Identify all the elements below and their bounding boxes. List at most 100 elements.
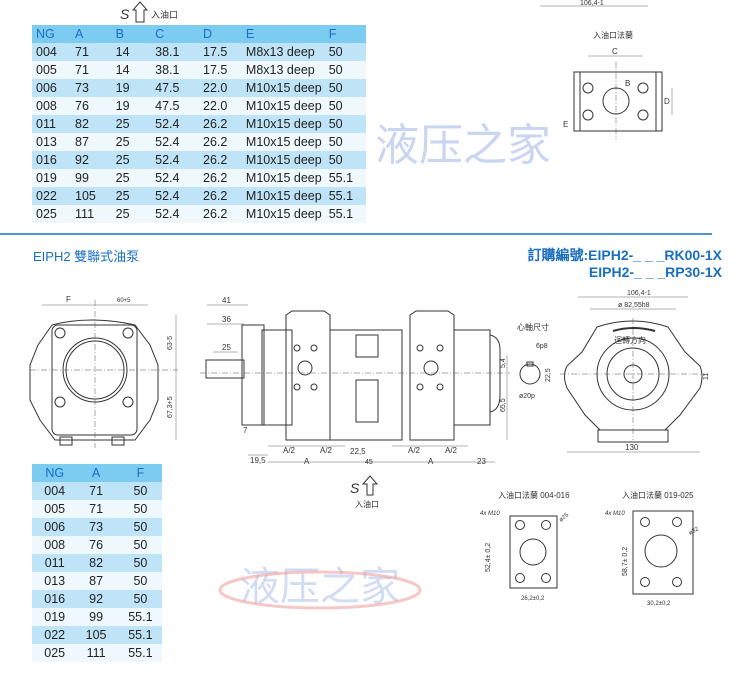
table-cell: 50 xyxy=(324,61,366,79)
flange-019-025-drawing: 入油口法蘭 019-025 4x M10 ø32 58,7± 0,2 30,2±… xyxy=(605,490,701,607)
table-cell: 004 xyxy=(32,482,74,500)
column-header: C xyxy=(151,25,199,43)
table-cell: 025 xyxy=(32,205,72,223)
table-cell: 025 xyxy=(32,644,74,662)
table-cell: 17.5 xyxy=(199,43,242,61)
table-cell: 005 xyxy=(32,500,74,518)
svg-text:58,7± 0,2: 58,7± 0,2 xyxy=(622,547,629,576)
svg-text:26,2±0,2: 26,2±0,2 xyxy=(521,596,545,602)
svg-text:入油口法蘭 004-016: 入油口法蘭 004-016 xyxy=(498,490,570,500)
table-cell: 50 xyxy=(324,151,366,169)
svg-text:6p8: 6p8 xyxy=(536,343,548,350)
table-cell: 50 xyxy=(114,500,162,518)
table-cell: 19 xyxy=(111,97,152,115)
svg-text:106,4-1: 106,4-1 xyxy=(627,290,651,297)
table-cell: 76 xyxy=(73,536,115,554)
table-cell: 50 xyxy=(324,115,366,133)
table-cell: 105 xyxy=(73,626,115,644)
table-cell: 26.2 xyxy=(199,169,242,187)
table-cell: 50 xyxy=(114,518,162,536)
table-cell: 82 xyxy=(73,554,115,572)
svg-text:36: 36 xyxy=(222,315,231,324)
table-cell: 25 xyxy=(111,187,152,205)
svg-text:19,5: 19,5 xyxy=(250,456,266,465)
table-cell: 50 xyxy=(324,79,366,97)
svg-text:S: S xyxy=(350,480,360,496)
inlet-symbol: S xyxy=(120,6,130,22)
column-header: F xyxy=(114,464,162,482)
svg-text:B: B xyxy=(625,79,630,88)
column-header: D xyxy=(199,25,242,43)
svg-text:ø32: ø32 xyxy=(688,526,701,537)
table-cell: 50 xyxy=(114,554,162,572)
table-cell: 92 xyxy=(73,590,115,608)
front-view-drawing: F 60+5 63-5 67,3+5 xyxy=(29,295,178,448)
svg-text:A/2: A/2 xyxy=(445,446,458,455)
order-prefix: 訂購編號: xyxy=(527,247,589,263)
svg-text:22,5: 22,5 xyxy=(545,368,552,382)
table-cell: 019 xyxy=(32,608,74,626)
order-code-2: EIPH2-_ _ _RP30-1X xyxy=(588,264,722,280)
svg-text:A/2: A/2 xyxy=(320,446,333,455)
svg-text:67,3+5: 67,3+5 xyxy=(167,396,174,418)
column-header: NG xyxy=(32,464,74,482)
svg-text:130: 130 xyxy=(625,443,639,452)
table-cell: 50 xyxy=(324,43,366,61)
svg-text:7: 7 xyxy=(243,426,248,435)
column-header: B xyxy=(111,25,152,43)
watermark-top: 液压之家 xyxy=(375,121,551,170)
table-cell: 52.4 xyxy=(151,133,199,151)
table-cell: 99 xyxy=(73,608,115,626)
svg-text:D: D xyxy=(664,97,670,106)
svg-text:5,4: 5,4 xyxy=(500,358,507,368)
table-cell: 016 xyxy=(32,151,72,169)
table-cell: 50 xyxy=(114,572,162,590)
table-cell: 105 xyxy=(71,187,112,205)
svg-text:迴轉方向: 迴轉方向 xyxy=(614,335,646,345)
table-cell: 22.0 xyxy=(199,97,242,115)
svg-text:A: A xyxy=(428,457,434,466)
table-cell: 71 xyxy=(71,61,112,79)
svg-text:ø 82,55h8: ø 82,55h8 xyxy=(618,302,650,309)
table-cell: 82 xyxy=(71,115,112,133)
svg-text:4x M10: 4x M10 xyxy=(605,511,625,517)
table-cell: 111 xyxy=(71,205,112,223)
svg-text:30,2±0,2: 30,2±0,2 xyxy=(647,601,671,607)
table-cell: 25 xyxy=(111,115,152,133)
svg-text:22,5: 22,5 xyxy=(350,447,366,456)
table-cell: M10x15 deep xyxy=(241,187,325,205)
column-header: E xyxy=(241,25,325,43)
table-cell: 55.1 xyxy=(114,644,162,662)
svg-text:45: 45 xyxy=(365,459,373,466)
svg-text:A/2: A/2 xyxy=(408,446,421,455)
table-cell: 47.5 xyxy=(151,97,199,115)
table-cell: 55.1 xyxy=(324,169,366,187)
column-header: F xyxy=(324,25,366,43)
svg-text:F: F xyxy=(66,295,71,304)
table-cell: 55.1 xyxy=(114,608,162,626)
table-cell: 52.4 xyxy=(151,151,199,169)
table-cell: 55.1 xyxy=(114,626,162,644)
svg-text:63-5: 63-5 xyxy=(167,336,174,350)
table-cell: 004 xyxy=(32,43,72,61)
table-cell: M10x15 deep xyxy=(241,79,325,97)
table-cell: 52.4 xyxy=(151,115,199,133)
table-cell: 87 xyxy=(73,572,115,590)
flange-004-016-drawing: 入油口法蘭 004-016 4x M10 ø25 52,4± 0,2 26,2±… xyxy=(480,490,571,602)
table-cell: M10x15 deep xyxy=(241,97,325,115)
table-cell: 008 xyxy=(32,97,72,115)
inlet-flange-drawing: 入油口法蘭 C B D E xyxy=(563,30,673,140)
table-cell: 26.2 xyxy=(199,115,242,133)
